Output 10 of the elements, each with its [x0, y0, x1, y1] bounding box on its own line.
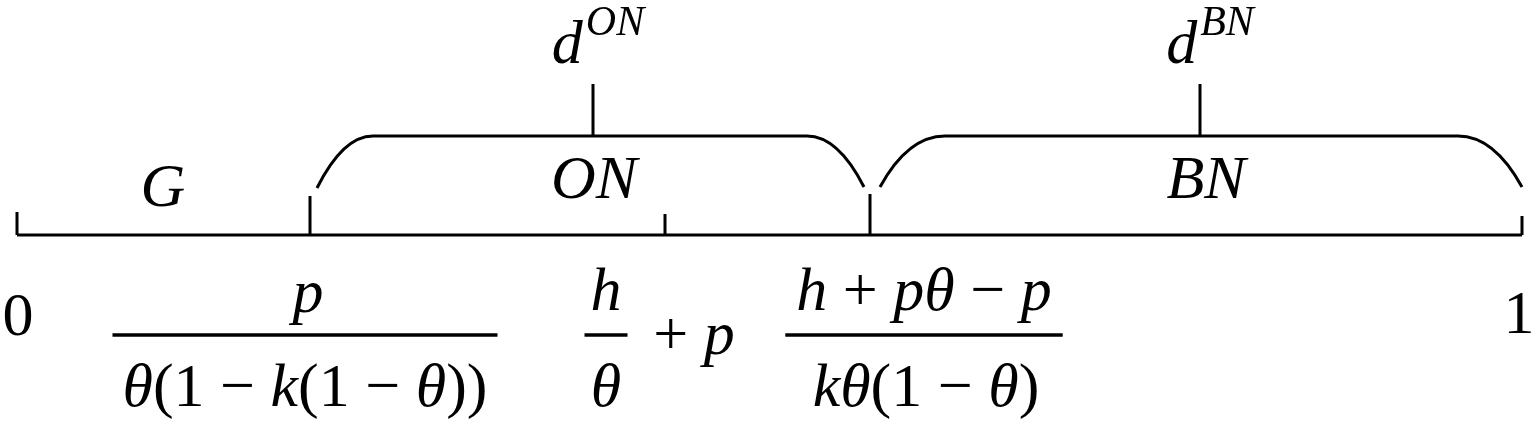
tick-label: 1	[1503, 281, 1535, 344]
fraction-denominator: θ	[590, 354, 622, 417]
fraction-numerator: h + pθ − p	[796, 258, 1052, 321]
fraction-denominator: θ(1 − k(1 − θ))	[122, 354, 488, 417]
segment-label: ON	[550, 146, 638, 209]
segment-label: G	[140, 154, 186, 217]
fraction-numerator: h	[590, 258, 622, 321]
fraction-denominator: kθ(1 − θ)	[812, 354, 1040, 417]
tick-label: 0	[2, 283, 34, 346]
formula-term: + p	[653, 302, 735, 365]
